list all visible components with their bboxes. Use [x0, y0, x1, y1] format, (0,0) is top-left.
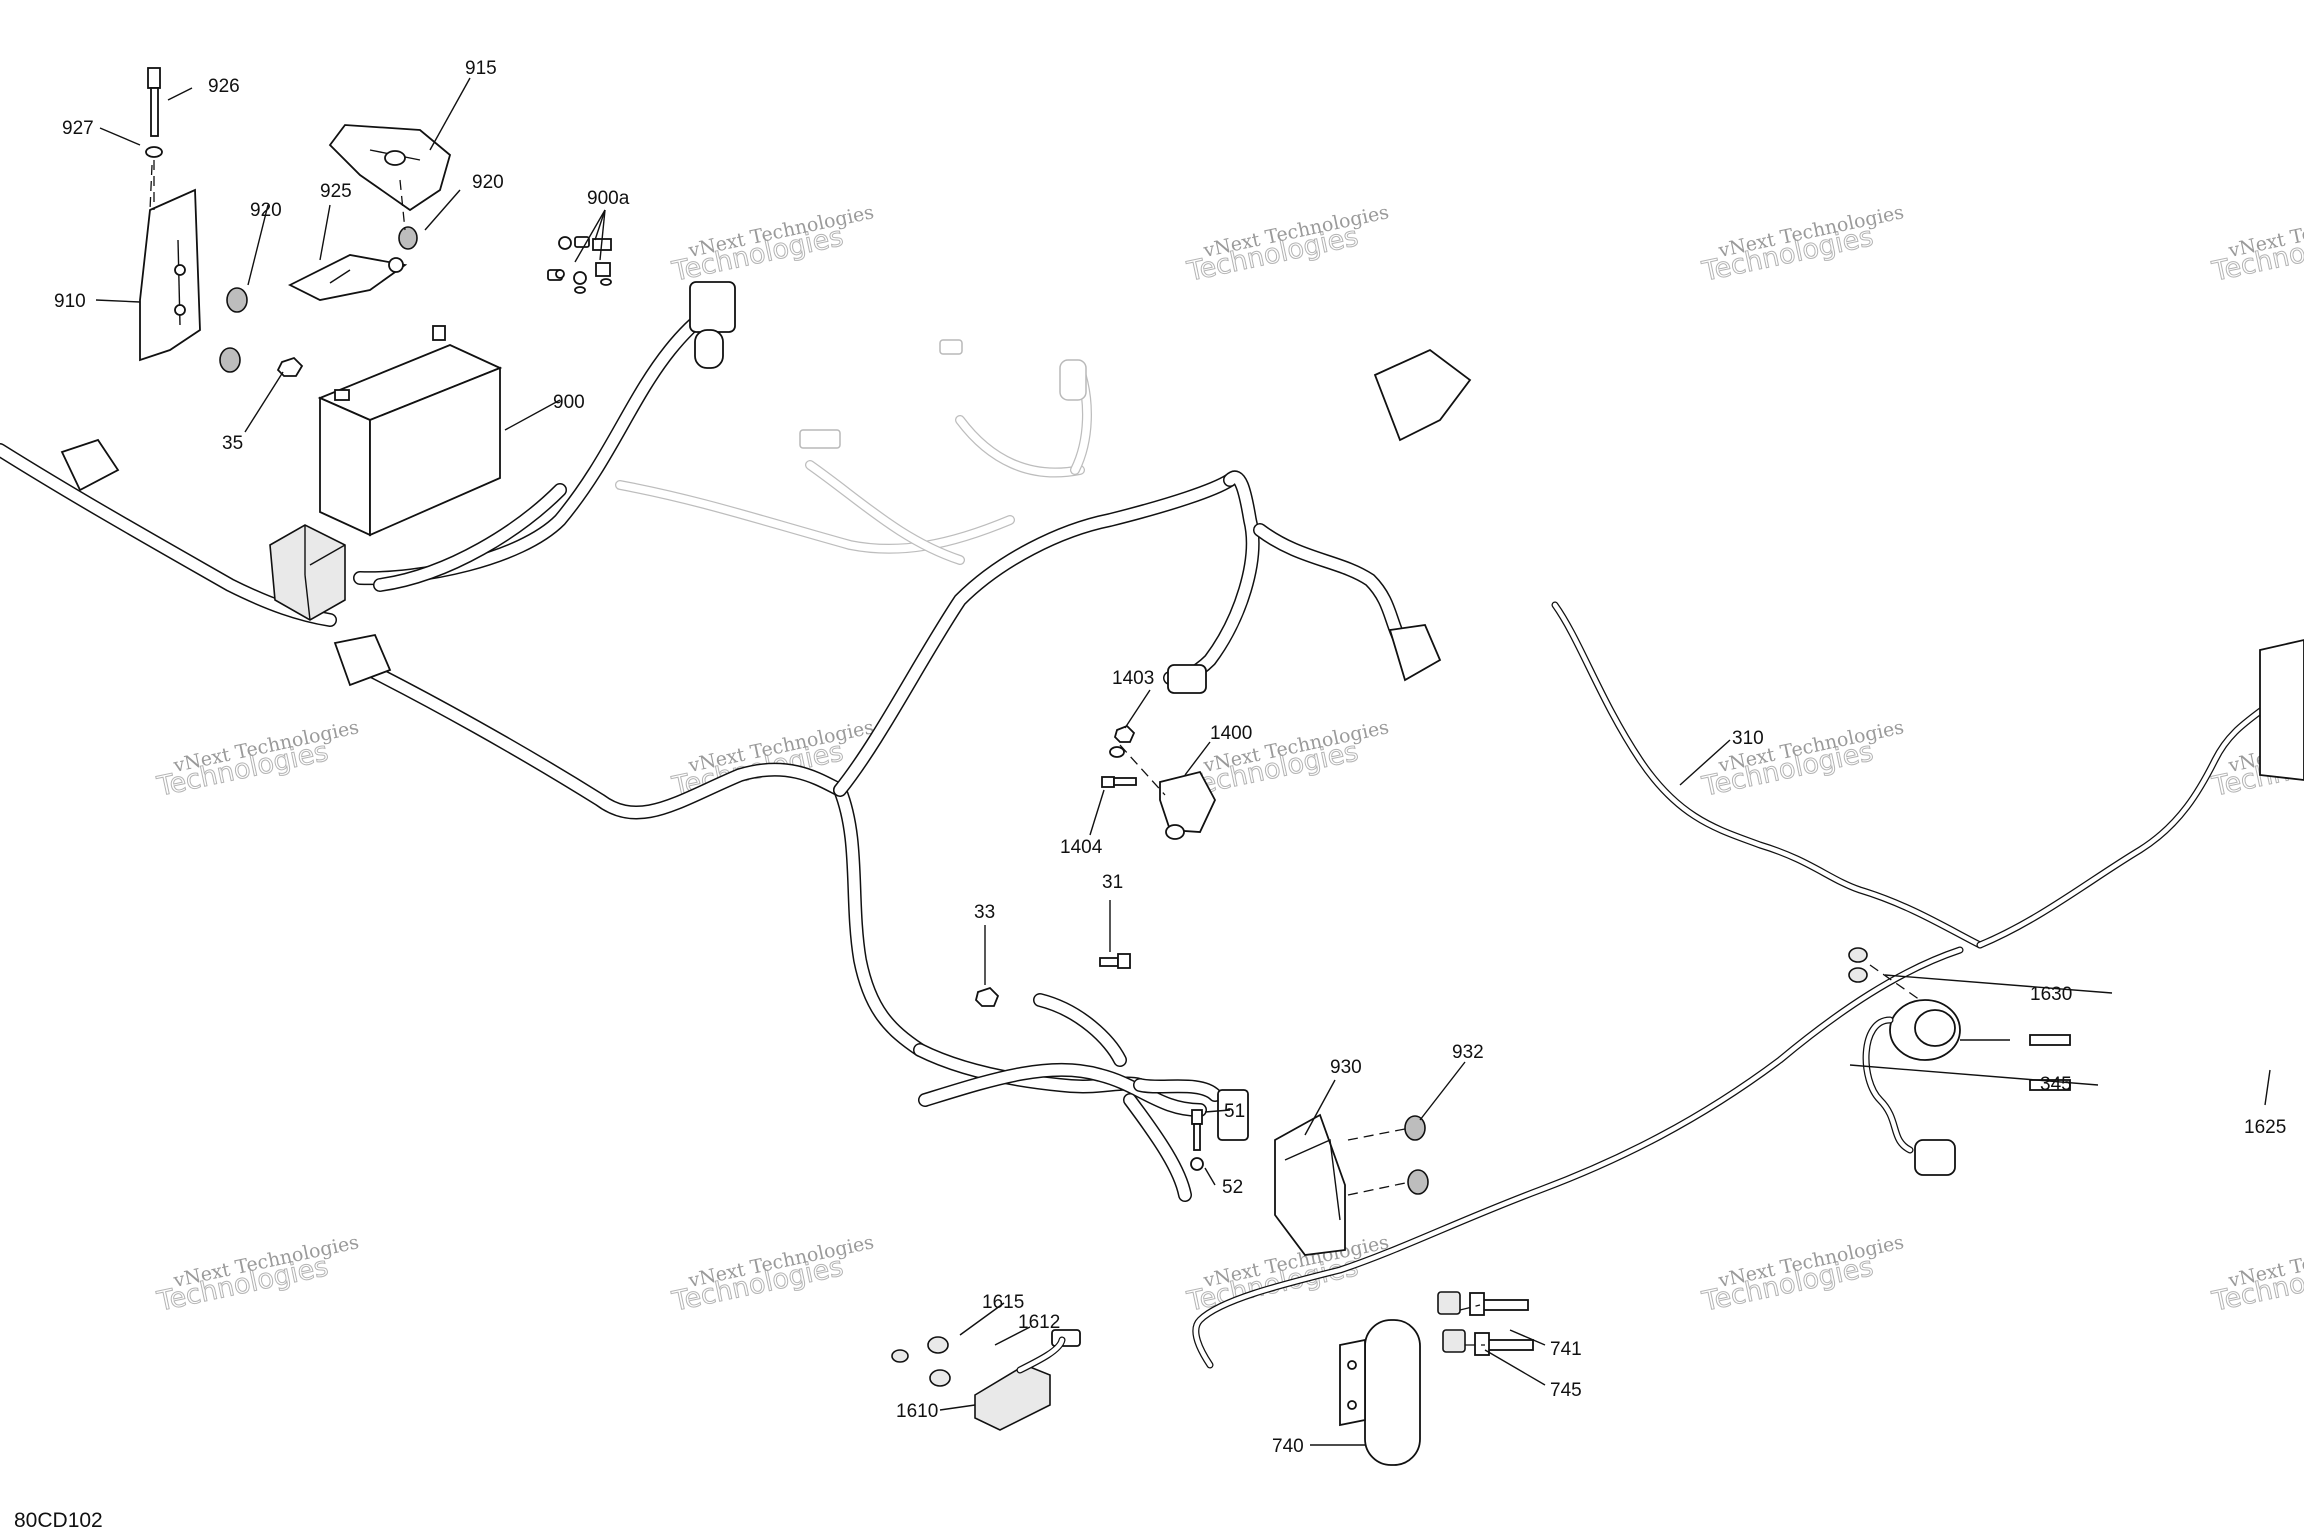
grommet-920 — [226, 287, 248, 313]
nut-35 — [276, 356, 304, 377]
callout-345: 345 — [2040, 1074, 2072, 1095]
watermark: Technologies vNext Technologies — [153, 1231, 361, 1318]
horn-345 — [1848, 947, 2071, 1176]
watermark: Technologies vNext Technologies — [1698, 1231, 1906, 1318]
callout-1400: 1400 — [1210, 723, 1252, 744]
leader-lines — [95, 77, 2271, 1446]
terminal-cover-915 — [328, 124, 452, 212]
callout-900a: 900a — [587, 188, 630, 209]
main-connector — [269, 281, 736, 621]
watermark: Technologies vNext Technologies — [1183, 1231, 1391, 1318]
callout-31: 31 — [1102, 872, 1123, 893]
left-connector — [60, 438, 392, 687]
cover-925 — [287, 254, 408, 301]
callout-920: 920 — [472, 172, 504, 193]
callout-910: 910 — [54, 291, 86, 312]
callout-1404: 1404 — [1060, 837, 1103, 858]
callout-740: 740 — [1272, 1436, 1304, 1457]
drawing-code: 80CD102 — [14, 1509, 103, 1532]
callout-labels: 926 927 915 920 920 925 900a 910 900 35 … — [54, 58, 2286, 1457]
callout-900: 900 — [553, 392, 585, 413]
module-930 — [1217, 1089, 1429, 1256]
sensor-1400 — [1101, 664, 1217, 840]
ghost-frame-harness — [615, 339, 1092, 565]
watermark: Technologies vNext Technologies — [1698, 201, 1906, 288]
light-740 — [1339, 1291, 1534, 1466]
callout-920: 920 — [250, 200, 282, 221]
bolt-926 — [145, 67, 163, 210]
callout-741: 741 — [1550, 1339, 1582, 1360]
right-edge-module — [2259, 639, 2304, 781]
callout-925: 925 — [320, 181, 352, 202]
bolt-31 — [1099, 953, 1131, 969]
callout-915: 915 — [465, 58, 497, 79]
callout-1625: 1625 — [2244, 1117, 2286, 1138]
rear-harness-310 — [1192, 601, 2279, 1369]
watermark: Technologies vNext Technologies — [1183, 201, 1391, 288]
callout-1612: 1612 — [1018, 1312, 1060, 1333]
battery-bracket-910 — [139, 188, 201, 362]
module-1610 — [891, 1329, 1081, 1431]
bolt-51 — [1190, 1109, 1204, 1171]
watermark: Technologies vNext Technologies — [153, 716, 361, 803]
watermark: Technologies vNext Technologies — [1698, 716, 1906, 803]
watermark: Technologies vNext Technologies — [2208, 201, 2304, 288]
callout-1615: 1615 — [982, 1292, 1024, 1313]
callout-35: 35 — [222, 433, 243, 454]
callout-51: 51 — [1224, 1101, 1245, 1122]
connector-cluster — [1373, 348, 1472, 682]
callout-52: 52 — [1222, 1177, 1243, 1198]
callout-930: 930 — [1330, 1057, 1362, 1078]
callout-1403: 1403 — [1112, 668, 1154, 689]
callout-926: 926 — [208, 76, 240, 97]
watermark: Technologies vNext Technologies — [668, 201, 876, 288]
grommet — [219, 347, 241, 373]
callout-1610: 1610 — [896, 1401, 938, 1422]
grommet — [398, 226, 418, 250]
callout-33: 33 — [974, 902, 995, 923]
callout-1630: 1630 — [2030, 984, 2072, 1005]
callout-927: 927 — [62, 118, 94, 139]
watermark: Technologies vNext Technologies — [2208, 1231, 2304, 1318]
watermark: Technologies vNext Technologies — [668, 1231, 876, 1318]
nut-33 — [975, 986, 1000, 1007]
callout-745: 745 — [1550, 1380, 1582, 1401]
battery-900 — [317, 325, 503, 537]
callout-932: 932 — [1452, 1042, 1484, 1063]
callout-310: 310 — [1732, 728, 1764, 749]
